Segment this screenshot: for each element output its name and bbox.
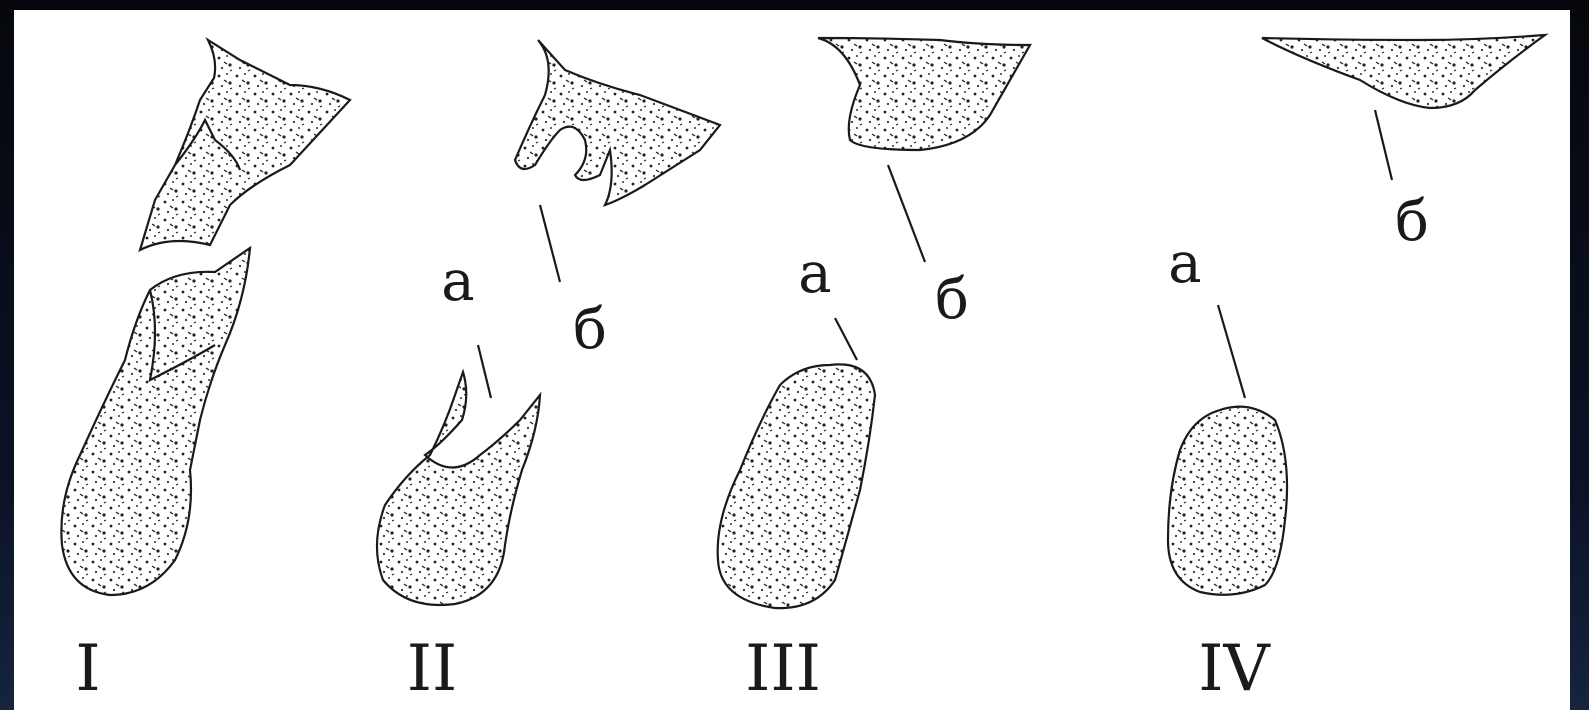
stage-1-figure (61, 40, 350, 595)
stage-3-upper-cup (818, 38, 1030, 150)
stage-4-label-b: б (1395, 189, 1429, 254)
stage-4-lower-body (1168, 407, 1287, 595)
stage-3-numeral: III (745, 632, 821, 706)
stage-2-label-a: а (441, 249, 474, 314)
stage-1-lower-body (61, 248, 250, 595)
stage-3-figure (718, 38, 1030, 608)
stage-3-label-b: б (935, 267, 969, 332)
stage-4-figure (1168, 35, 1545, 595)
stage-2-label-b: б (573, 297, 607, 362)
stage-1-numeral: I (75, 632, 100, 706)
stage-4-label-a: а (1168, 231, 1201, 296)
stage-2-numeral: II (407, 632, 458, 706)
stage-4-upper-cup (1262, 35, 1545, 108)
stage-2-lower-body (377, 372, 540, 605)
stage-2-upper-fragment (515, 40, 720, 205)
stage-4-numeral: IV (1198, 632, 1271, 706)
stage-1-upper-fragment (140, 40, 350, 250)
stage-3-label-a: а (798, 241, 831, 306)
stage-3-lower-body (718, 364, 875, 608)
stage-2-figure (377, 40, 720, 605)
